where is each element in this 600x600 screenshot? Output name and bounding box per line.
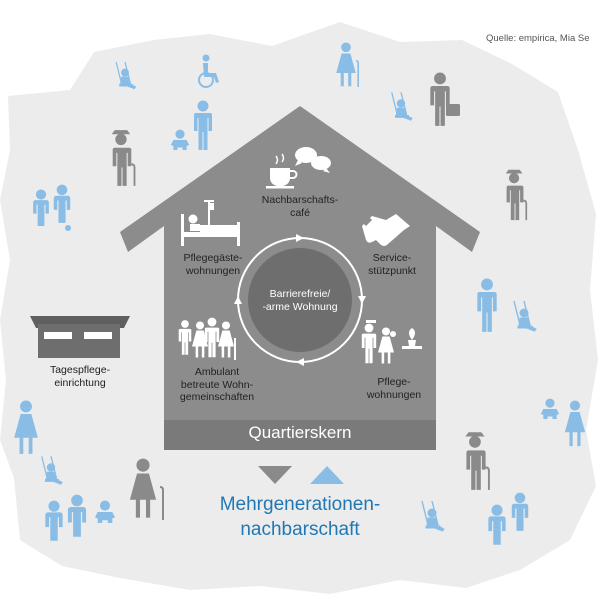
tagespflege-label: Tagespflege- einrichtung: [49, 364, 111, 389]
wheelchair-icon: [198, 54, 219, 88]
nurse-senior-icon: [361, 320, 422, 364]
center-label: Barrierefreie/ -arme Wohnung: [262, 288, 338, 313]
ring-arrow-right-icon: [358, 296, 366, 304]
building-icon: [30, 316, 130, 358]
mehrgenerationen-label: Mehrgenerationen- nachbarschaft: [219, 494, 381, 540]
module-pflegewohnungen: Pflege- wohnungen: [366, 376, 422, 401]
cane-icon: [356, 60, 359, 87]
module-ambulant: Ambulant betreute Wohn- gemeinschaften: [179, 366, 255, 403]
hospital-bed-icon: [181, 200, 240, 246]
ring-arrows: [234, 234, 366, 366]
ring-arrow-bottom-icon: [296, 358, 304, 366]
senior-woman-cane-icon: [129, 458, 164, 520]
businessman-icon: [430, 72, 460, 126]
module-pflegegaeste: Pflegegäste- wohnungen: [183, 252, 243, 277]
speech-bubbles-icon: [295, 147, 331, 173]
group-seniors-icon: [178, 317, 236, 360]
quartierskern-label: Quartierskern: [248, 423, 352, 442]
handshake-icon: [362, 214, 410, 246]
module-service: Service- stützpunkt: [368, 252, 416, 277]
arrow-down-icon: [258, 466, 292, 484]
ring-arrow-left-icon: [234, 296, 242, 304]
coffee-cup-icon: [266, 153, 298, 189]
source-note: Quelle: empirica, Mia Se: [486, 33, 590, 44]
arrow-up-icon: [310, 466, 344, 484]
module-nachbarschaftscafe: Nachbarschafts- café: [261, 194, 339, 219]
quartierskern-bar: [164, 420, 436, 450]
ring-arrow-top-icon: [296, 234, 304, 242]
center-circle: [248, 248, 352, 352]
ball-icon: [65, 225, 71, 231]
